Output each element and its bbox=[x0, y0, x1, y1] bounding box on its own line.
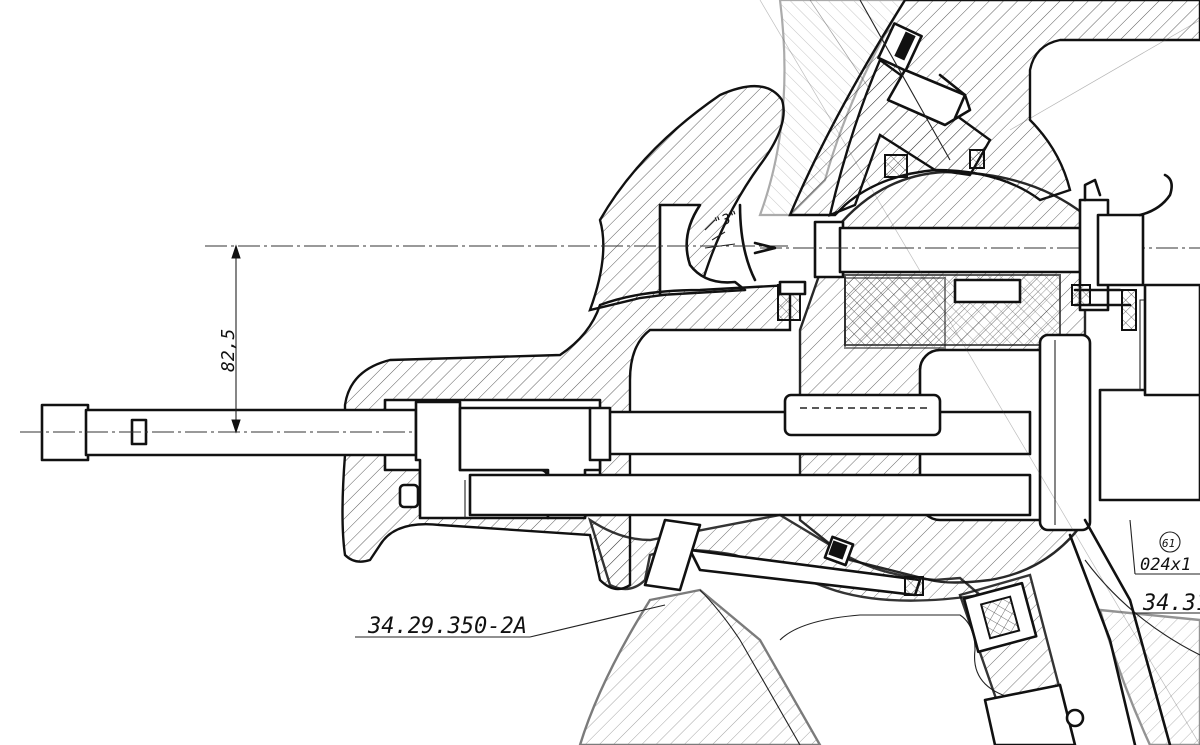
seals bbox=[777, 277, 946, 349]
dimension-82-5: 82,5 bbox=[218, 244, 241, 434]
lower-pivot-column bbox=[958, 573, 1085, 745]
barrel-assembly bbox=[20, 403, 1010, 462]
dimension-value: 82,5 bbox=[218, 329, 239, 372]
upper-handle: "3" bbox=[205, 84, 790, 312]
construction-lines bbox=[759, 0, 1200, 745]
recoil-tube bbox=[1038, 283, 1200, 745]
svg-text:34.31: 34.31 bbox=[1142, 591, 1200, 616]
svg-text:34.29.350-2A: 34.29.350-2A bbox=[367, 614, 527, 639]
guide-rods bbox=[468, 393, 1032, 517]
section-arrow bbox=[753, 241, 777, 255]
cradle-lower bbox=[587, 513, 983, 602]
part-number-right: 34.31 bbox=[1135, 591, 1200, 616]
circle-callout: 61 bbox=[1159, 531, 1181, 553]
grease-fitting bbox=[1071, 173, 1173, 312]
svg-text:024x1: 024x1 bbox=[1140, 555, 1191, 575]
svg-text:61: 61 bbox=[1162, 537, 1175, 550]
size-callout: 024x1 bbox=[1129, 519, 1200, 575]
tilted-bracket bbox=[828, 0, 992, 217]
part-number-left: 34.29.350-2A bbox=[355, 604, 666, 639]
